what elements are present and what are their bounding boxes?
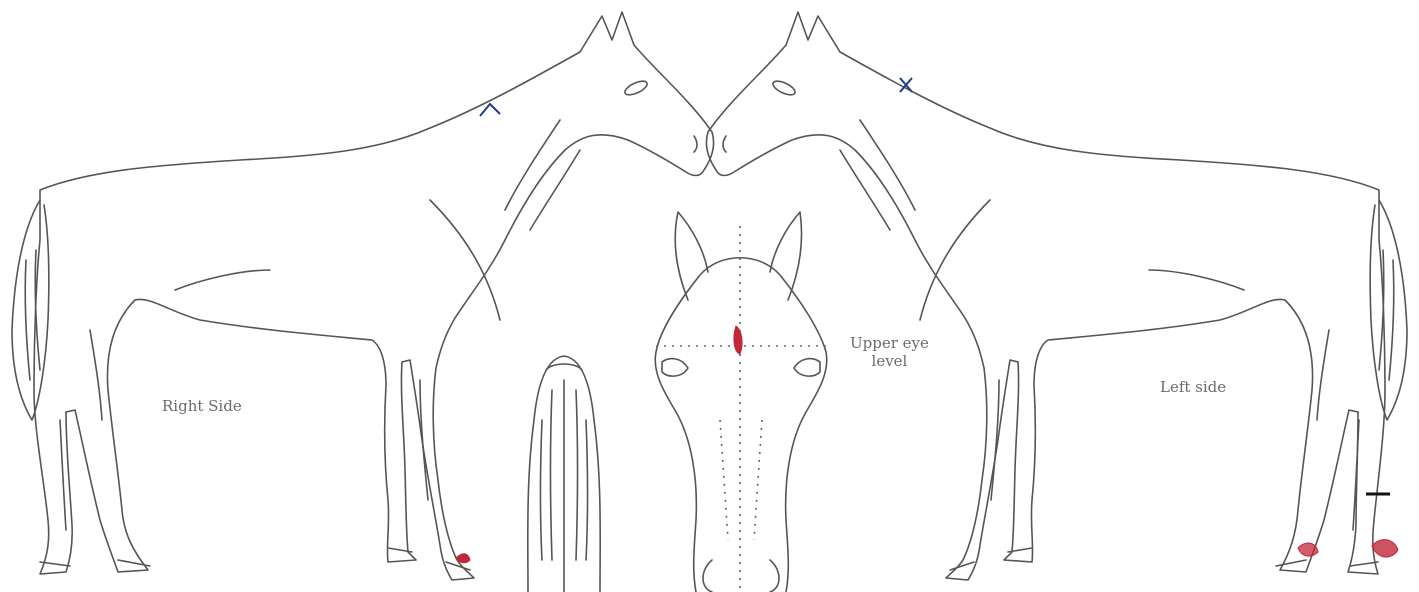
forehead-whorl-marking xyxy=(734,326,742,354)
head-guide-lines xyxy=(656,226,832,592)
upper-eye-label-line1: Upper eye xyxy=(850,334,929,352)
head-right-ear xyxy=(770,212,802,300)
horse-left-outline xyxy=(706,12,1385,580)
right-hind-pastern-marking xyxy=(1372,540,1398,557)
muzzle-view xyxy=(528,356,600,592)
left-neck-marking xyxy=(900,78,912,92)
upper-eye-label-line2: level xyxy=(850,352,929,370)
right-side-label: Right Side xyxy=(162,397,242,415)
head-front-view xyxy=(655,212,827,592)
upper-eye-level-label: Upper eye level xyxy=(850,334,929,370)
horse-right-outline xyxy=(34,12,714,580)
head-outline xyxy=(655,258,827,592)
horse-left-tail xyxy=(1370,200,1407,420)
horse-left-side xyxy=(706,12,1407,580)
horse-right-side xyxy=(12,12,714,580)
horse-right-tail xyxy=(12,200,49,420)
right-neck-marking xyxy=(480,104,500,116)
left-side-label: Left side xyxy=(1160,378,1226,396)
